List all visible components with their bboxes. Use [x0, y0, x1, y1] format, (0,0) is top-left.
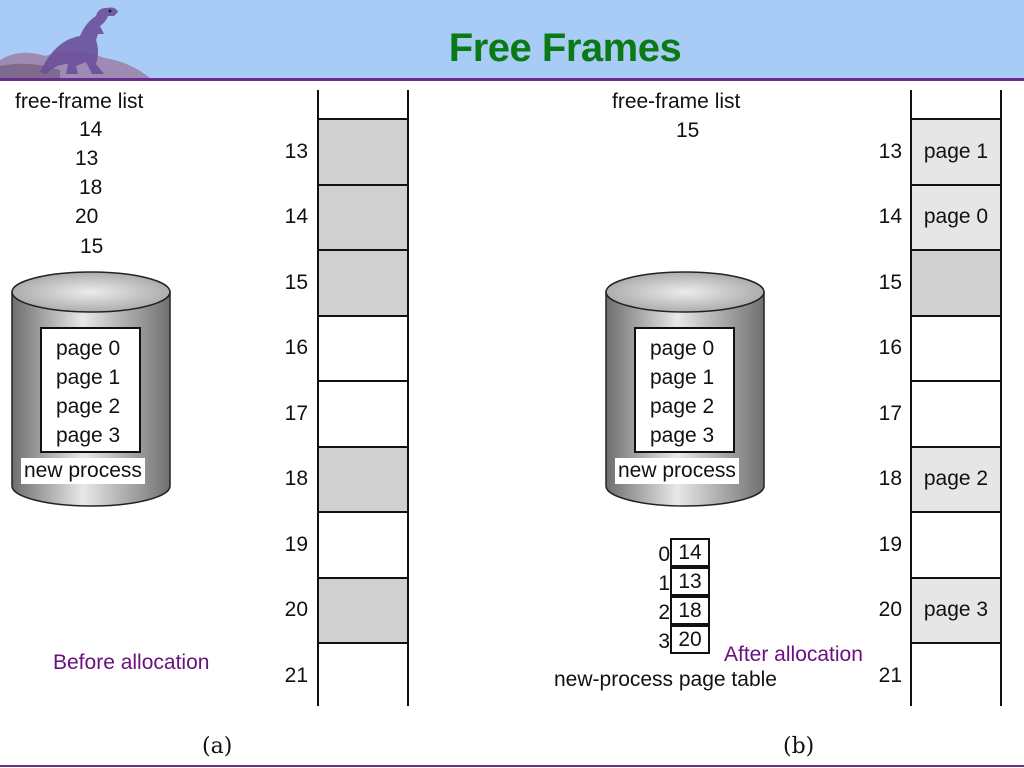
frame-number: 15	[284, 270, 308, 294]
memory-frame-21	[912, 642, 1000, 708]
frame-number: 17	[284, 401, 308, 425]
memory-frame-18: page 2	[912, 445, 1000, 511]
frame-number: 14	[284, 205, 308, 229]
frame-number: 19	[878, 532, 902, 556]
disk-page-item: page 2	[56, 395, 121, 418]
memory-frame-16	[912, 314, 1000, 380]
frame-number: 15	[878, 270, 902, 294]
right-caption: After allocation	[724, 643, 863, 666]
memory-frame-21	[319, 642, 407, 708]
right-figure-label: (b)	[783, 734, 815, 759]
frame-content-label: page 3	[923, 598, 989, 622]
frame-number: 20	[878, 598, 902, 622]
frame-number: 18	[284, 467, 308, 491]
slide-title: Free Frames	[448, 26, 682, 70]
page-table-frame: 20	[670, 625, 710, 654]
frame-number: 16	[878, 336, 902, 360]
left-free-frame-item: 13	[75, 147, 99, 170]
page-table-frame: 18	[670, 596, 710, 625]
left-new-process-label: new process	[21, 458, 145, 484]
memory-frame-17	[912, 380, 1000, 446]
frame-number: 18	[878, 467, 902, 491]
page-table-index: 2	[658, 601, 670, 624]
frame-number: 21	[878, 663, 902, 687]
frame-number: 16	[284, 336, 308, 360]
frame-content-label: page 1	[923, 139, 989, 163]
disk-page-item: page 0	[56, 337, 121, 360]
left-disk-cylinder: page 0 page 1 page 2 page 3 new process	[10, 270, 172, 510]
disk-page-item: page 1	[56, 366, 121, 389]
disk-page-item: page 2	[650, 395, 715, 418]
memory-frame-15	[912, 249, 1000, 315]
memory-frame-14	[319, 183, 407, 249]
left-caption: Before allocation	[53, 651, 210, 674]
frame-number: 13	[878, 139, 902, 163]
dinosaur-logo-icon	[0, 7, 150, 78]
memory-frame-13: page 1	[912, 118, 1000, 184]
right-disk-cylinder: page 0 page 1 page 2 page 3 new process	[604, 270, 766, 510]
memory-frame-20	[319, 576, 407, 642]
left-disk-page-list: page 0 page 1 page 2 page 3	[40, 327, 141, 453]
frame-number: 14	[878, 205, 902, 229]
frame-number: 19	[284, 532, 308, 556]
left-free-frame-item: 18	[79, 176, 103, 199]
frame-content-label: page 2	[923, 467, 989, 491]
left-free-frame-list-label: free-frame list	[15, 90, 144, 113]
memory-frame-19	[319, 511, 407, 577]
frame-number: 21	[284, 663, 308, 687]
memory-frame-15	[319, 249, 407, 315]
left-free-frame-item: 15	[80, 235, 104, 258]
page-table-index: 1	[658, 572, 670, 595]
right-free-frame-item: 15	[676, 119, 700, 142]
frame-content-label: page 0	[923, 205, 989, 229]
memory-frame-17	[319, 380, 407, 446]
right-new-process-label: new process	[615, 458, 739, 484]
disk-page-item: page 0	[650, 337, 715, 360]
footer-divider	[0, 765, 1024, 767]
frame-number: 13	[284, 139, 308, 163]
page-table-frame: 14	[670, 538, 710, 567]
right-free-frame-list-label: free-frame list	[612, 90, 741, 113]
left-figure-label: (a)	[202, 734, 233, 759]
memory-frame-18	[319, 445, 407, 511]
disk-page-item: page 3	[56, 424, 121, 447]
left-free-frame-item: 20	[75, 205, 99, 228]
page-table-label: new-process page table	[554, 668, 777, 691]
left-free-frame-item: 14	[79, 118, 103, 141]
frame-number: 20	[284, 598, 308, 622]
disk-page-item: page 3	[650, 424, 715, 447]
memory-frame-20: page 3	[912, 576, 1000, 642]
page-table-index: 0	[658, 543, 670, 566]
memory-frame-19	[912, 511, 1000, 577]
left-frame-strip	[317, 90, 409, 708]
frame-number: 17	[878, 401, 902, 425]
memory-frame-16	[319, 314, 407, 380]
disk-page-item: page 1	[650, 366, 715, 389]
page-table-index: 3	[658, 630, 670, 653]
memory-frame-14: page 0	[912, 183, 1000, 249]
page-table-frame: 13	[670, 567, 710, 596]
memory-frame-13	[319, 118, 407, 184]
slide-header: Free Frames	[0, 0, 1024, 81]
right-disk-page-list: page 0 page 1 page 2 page 3	[634, 327, 735, 453]
right-frame-strip: page 1 page 0 page 2 page 3	[910, 90, 1002, 708]
